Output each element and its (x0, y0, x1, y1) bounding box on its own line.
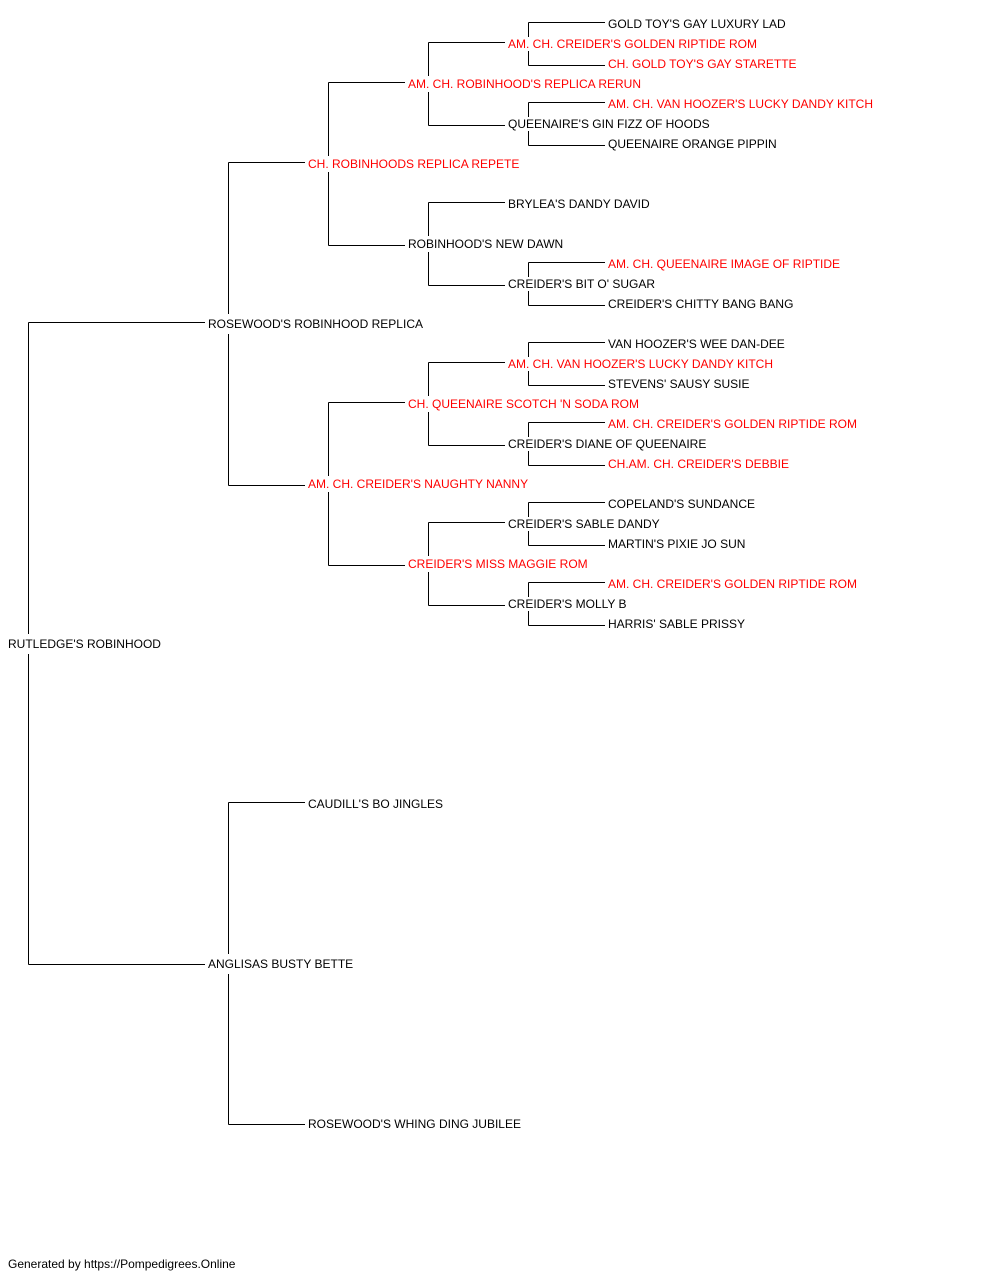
gen5-ancestor[interactable]: HARRIS' SABLE PRISSY (608, 617, 746, 631)
gen5-ancestor[interactable]: CREIDER'S CHITTY BANG BANG (608, 297, 794, 311)
gen3-ancestor[interactable]: ROBINHOOD'S NEW DAWN (408, 237, 564, 251)
gen5-ancestor[interactable]: STEVENS' SAUSY SUSIE (608, 377, 750, 391)
subject-dog[interactable]: RUTLEDGE'S ROBINHOOD (8, 637, 161, 651)
sire-sire[interactable]: CH. ROBINHOODS REPLICA REPETE (308, 157, 520, 171)
dam-dam[interactable]: ROSEWOOD'S WHING DING JUBILEE (308, 1117, 521, 1131)
gen5-ancestor[interactable]: AM. CH. CREIDER'S GOLDEN RIPTIDE ROM (608, 577, 857, 591)
gen4-ancestor[interactable]: CREIDER'S SABLE DANDY (508, 517, 660, 531)
generated-by-footer: Generated by https://Pompedigrees.Online (8, 1257, 236, 1271)
gen5-ancestor[interactable]: VAN HOOZER'S WEE DAN-DEE (608, 337, 785, 351)
gen3-ancestor[interactable]: AM. CH. ROBINHOOD'S REPLICA RERUN (408, 77, 641, 91)
gen4-ancestor[interactable]: CREIDER'S DIANE OF QUEENAIRE (508, 437, 707, 451)
gen4-ancestor[interactable]: BRYLEA'S DANDY DAVID (508, 197, 650, 211)
gen5-ancestor[interactable]: AM. CH. QUEENAIRE IMAGE OF RIPTIDE (608, 257, 841, 271)
gen4-ancestor[interactable]: QUEENAIRE'S GIN FIZZ OF HOODS (508, 117, 710, 131)
gen5-ancestor[interactable]: CH. GOLD TOY'S GAY STARETTE (608, 57, 797, 71)
gen5-ancestor[interactable]: MARTIN'S PIXIE JO SUN (608, 537, 746, 551)
gen4-ancestor[interactable]: CREIDER'S MOLLY B (508, 597, 627, 611)
gen5-ancestor[interactable]: COPELAND'S SUNDANCE (608, 497, 755, 511)
gen4-ancestor[interactable]: AM. CH. CREIDER'S GOLDEN RIPTIDE ROM (508, 37, 757, 51)
sire-dam[interactable]: AM. CH. CREIDER'S NAUGHTY NANNY (308, 477, 529, 491)
gen5-ancestor[interactable]: CH.AM. CH. CREIDER'S DEBBIE (608, 457, 789, 471)
dam-sire[interactable]: CAUDILL'S BO JINGLES (308, 797, 443, 811)
gen3-ancestor[interactable]: CH. QUEENAIRE SCOTCH 'N SODA ROM (408, 397, 639, 411)
dam[interactable]: ANGLISAS BUSTY BETTE (208, 957, 354, 971)
gen3-ancestor[interactable]: CREIDER'S MISS MAGGIE ROM (408, 557, 588, 571)
gen4-ancestor[interactable]: CREIDER'S BIT O' SUGAR (508, 277, 656, 291)
gen4-ancestor[interactable]: AM. CH. VAN HOOZER'S LUCKY DANDY KITCH (508, 357, 774, 371)
sire[interactable]: ROSEWOOD'S ROBINHOOD REPLICA (208, 317, 423, 331)
gen5-ancestor[interactable]: GOLD TOY'S GAY LUXURY LAD (608, 17, 786, 31)
gen5-ancestor[interactable]: AM. CH. VAN HOOZER'S LUCKY DANDY KITCH (608, 97, 874, 111)
gen5-ancestor[interactable]: QUEENAIRE ORANGE PIPPIN (608, 137, 777, 151)
gen5-ancestor[interactable]: AM. CH. CREIDER'S GOLDEN RIPTIDE ROM (608, 417, 857, 431)
